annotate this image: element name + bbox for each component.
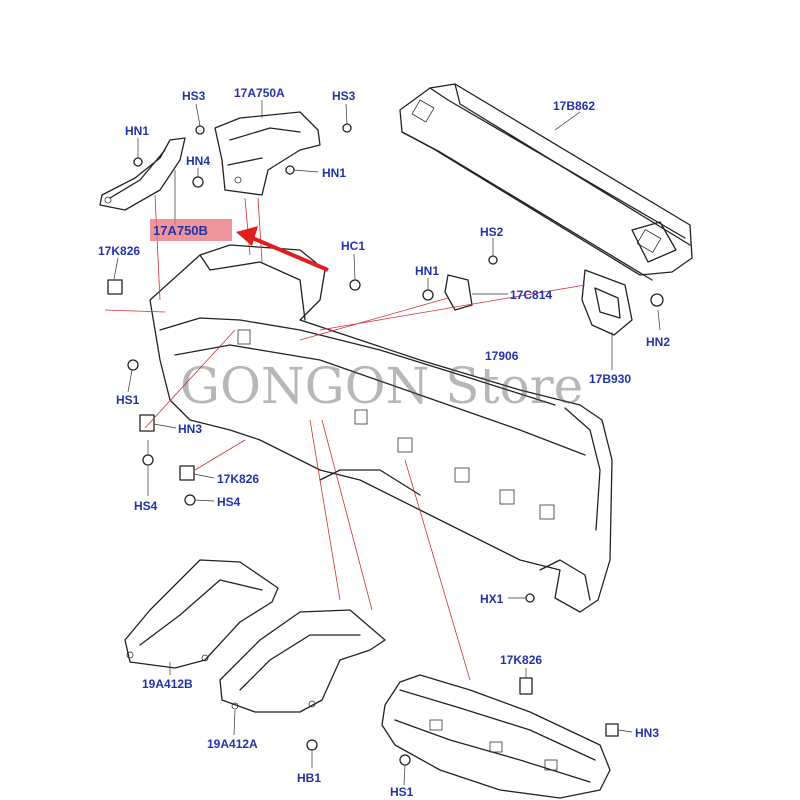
label-HN1-mid: HN1 [322, 166, 346, 180]
label-HC1: HC1 [341, 239, 365, 253]
label-17B930: 17B930 [589, 372, 631, 386]
side-bracket-left [99, 137, 186, 211]
label-HN3-left: HN3 [178, 422, 202, 436]
label-HN2: HN2 [646, 335, 670, 349]
undertray-19A412A [219, 609, 386, 713]
bracket-17B930 [581, 269, 633, 370]
part-labels: HS3 17A750A HS3 17B862 HN1 HN4 HN1 17K82… [98, 86, 670, 799]
fasteners [107, 123, 664, 766]
watermark: GONGON Store [180, 357, 583, 415]
bracket-17A750A [214, 111, 321, 196]
label-19A412B: 19A412B [142, 677, 193, 691]
label-HS3-right: HS3 [332, 89, 356, 103]
callout-17A750B: 17A750B [150, 219, 329, 272]
label-HS1-left: HS1 [116, 393, 140, 407]
label-17A750A: 17A750A [234, 86, 285, 100]
lower-diffuser [381, 674, 611, 799]
undertray-19A412B [124, 559, 279, 669]
label-17906: 17906 [485, 349, 519, 363]
label-HN1-right: HN1 [415, 264, 439, 278]
bumper-cover [149, 244, 613, 613]
label-HS1-bottom: HS1 [390, 785, 414, 799]
label-HS2: HS2 [480, 225, 504, 239]
label-17K826-bottom: 17K826 [500, 653, 542, 667]
label-HS3-left: HS3 [182, 89, 206, 103]
red-guide-lines [104, 194, 586, 681]
label-17B862: 17B862 [553, 99, 595, 113]
leader-lines [113, 100, 661, 786]
label-19A412A: 19A412A [207, 737, 258, 751]
label-17A750B: 17A750B [153, 223, 208, 238]
reinforcement-beam [399, 83, 693, 281]
label-HB1: HB1 [297, 771, 321, 785]
label-17C814: 17C814 [510, 288, 552, 302]
label-HN1-top-left: HN1 [125, 124, 149, 138]
label-17K826-top: 17K826 [98, 244, 140, 258]
highlight-box [150, 219, 232, 241]
label-HX1: HX1 [480, 592, 504, 606]
label-HN4: HN4 [186, 154, 210, 168]
red-arrow-head [236, 226, 258, 246]
red-arrow [249, 235, 329, 272]
label-HS4-b: HS4 [217, 495, 241, 509]
label-HS4-a: HS4 [134, 499, 158, 513]
label-HN3-bottom: HN3 [635, 726, 659, 740]
label-17K826-mid: 17K826 [217, 472, 259, 486]
